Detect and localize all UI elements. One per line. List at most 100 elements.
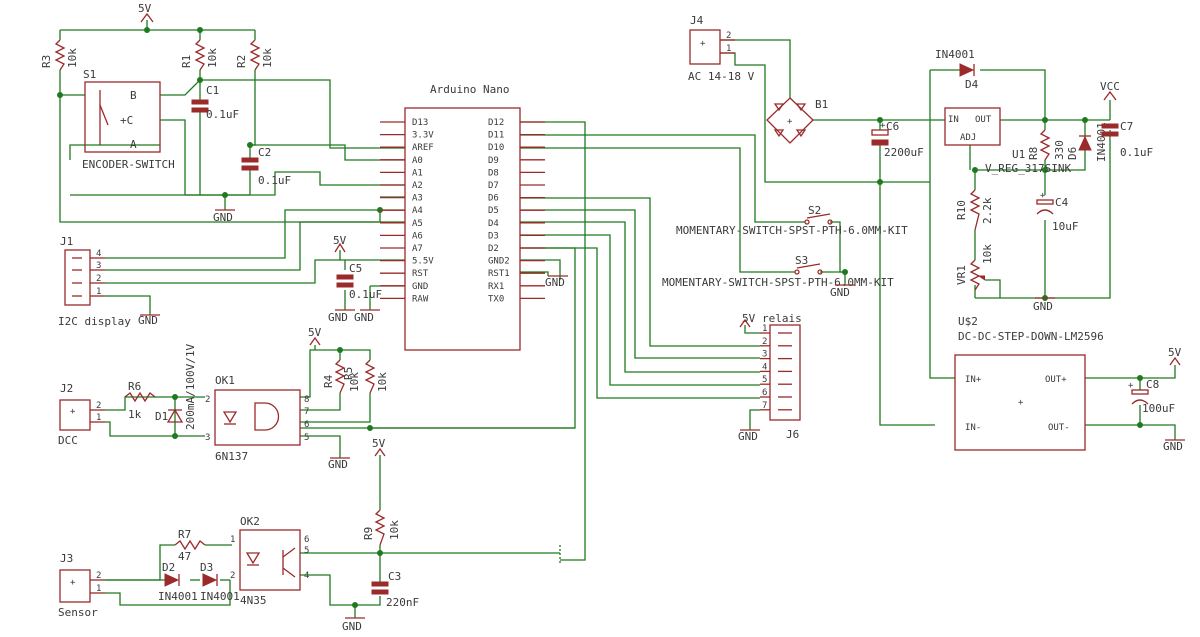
svg-text:GND: GND: [354, 311, 374, 324]
resistor-r6: R6 1k: [124, 380, 156, 421]
svg-text:OUT+: OUT+: [1045, 375, 1067, 385]
nano-pin-label: A4: [412, 206, 423, 216]
svg-text:Sensor: Sensor: [58, 606, 98, 619]
svg-text:5: 5: [304, 433, 309, 443]
nano-pin-label: A2: [412, 181, 423, 191]
svg-text:10k: 10k: [206, 48, 219, 68]
svg-text:2200uF: 2200uF: [884, 146, 924, 159]
svg-text:AC 14-18 V: AC 14-18 V: [688, 70, 755, 83]
connector-j3: + 2 1 J3 Sensor: [58, 552, 105, 619]
ground-ok2: GND: [342, 617, 365, 633]
diode-d2: D2 IN4001: [158, 561, 198, 603]
capacitor-c5: 5V C5 0.1uF GND GND: [328, 234, 382, 324]
svg-text:5V: 5V: [138, 2, 152, 15]
nano-pin-label: GND2: [488, 257, 510, 267]
capacitor-c8: + C8 100uF: [1128, 378, 1175, 415]
nano-pin-label: D10: [488, 143, 504, 153]
svg-text:5V: 5V: [333, 234, 347, 247]
svg-text:U1: U1: [1012, 148, 1025, 161]
svg-text:220nF: 220nF: [386, 596, 419, 609]
svg-text:1k: 1k: [128, 408, 142, 421]
resistor-r5: R5 10k: [342, 359, 389, 394]
svg-text:GND: GND: [830, 286, 850, 299]
svg-text:DC-DC-STEP-DOWN-LM2596: DC-DC-STEP-DOWN-LM2596: [958, 330, 1104, 343]
nano-pin-label: D4: [488, 219, 499, 229]
svg-text:1: 1: [96, 413, 101, 423]
svg-text:J6: J6: [786, 428, 799, 441]
svg-text:C8: C8: [1146, 378, 1159, 391]
ground-nano-right: GND: [545, 275, 568, 289]
nano-pin-label: D13: [412, 118, 428, 128]
svg-text:10k: 10k: [376, 372, 389, 392]
svg-text:MOMENTARY-SWITCH-SPST-PTH-6.0M: MOMENTARY-SWITCH-SPST-PTH-6.0MM-KIT: [662, 276, 894, 289]
nano-pin-label: A1: [412, 168, 423, 178]
supply-5v-ok1: 5V: [308, 326, 322, 346]
nano-pin-label: D6: [488, 194, 499, 204]
resistor-r3: R3 10k: [40, 39, 79, 71]
nano-pin-label: A3: [412, 194, 423, 204]
svg-text:V_REG_317SINK: V_REG_317SINK: [985, 162, 1071, 175]
svg-text:DCC: DCC: [58, 434, 78, 447]
resistor-r10: R10 2.2k: [955, 189, 994, 231]
svg-text:2: 2: [726, 31, 731, 41]
svg-text:J1: J1: [60, 235, 73, 248]
svg-text:Arduino Nano: Arduino Nano: [430, 83, 509, 96]
optocoupler-ok1: 2 3 8 7 6 5 OK1 6N137: [205, 374, 309, 463]
svg-text:IN-: IN-: [965, 423, 981, 433]
svg-text:10k: 10k: [66, 48, 79, 68]
resistor-r8: R8 330: [1027, 129, 1066, 161]
svg-text:MOMENTARY-SWITCH-SPST-PTH-6.0M: MOMENTARY-SWITCH-SPST-PTH-6.0MM-KIT: [676, 224, 908, 237]
svg-text:10k: 10k: [261, 48, 274, 68]
resistor-r1: R1 10k: [180, 39, 219, 71]
ground-switch: GND: [830, 284, 855, 299]
ground-regulator: GND: [1033, 297, 1055, 313]
connector-j4: + 2 1 J4 AC 14-18 V: [688, 14, 755, 83]
nano-pin-label: D5: [488, 206, 499, 216]
svg-text:200mA/100V/1V: 200mA/100V/1V: [184, 344, 197, 430]
svg-text:0.1uF: 0.1uF: [349, 288, 382, 301]
svg-text:1: 1: [96, 584, 101, 594]
resistor-r2: R2 10k: [235, 39, 274, 71]
svg-text:5V: 5V: [308, 326, 322, 339]
connector-j1: 4 3 2 1 J1 I2C display: [58, 235, 131, 328]
svg-text:J2: J2: [60, 382, 73, 395]
svg-text:GND: GND: [342, 620, 362, 633]
momentary-switch-s3: S3 MOMENTARY-SWITCH-SPST-PTH-6.0MM-KIT: [662, 254, 894, 289]
j6-pin-label: 2: [762, 337, 767, 347]
nano-pin-label: 5.5V: [412, 257, 434, 267]
ground-u2: GND: [1163, 439, 1185, 453]
nano-pin-label: RAW: [412, 294, 429, 304]
svg-text:OK2: OK2: [240, 515, 260, 528]
svg-text:GND: GND: [545, 276, 565, 289]
ground-j6: GND: [738, 429, 760, 443]
svg-text:OUT: OUT: [975, 115, 992, 125]
svg-text:R9: R9: [362, 527, 375, 540]
svg-text:+: +: [700, 39, 706, 49]
svg-text:C2: C2: [258, 146, 271, 159]
nano-pin-label: GND: [412, 282, 428, 292]
dc-dc-step-down-u2: IN+ IN- OUT+ OUT- + U$2 DC-DC-STEP-DOWN-…: [954, 315, 1104, 451]
nano-pin-label: RX1: [488, 282, 504, 292]
resistor-r9: R9 10k: [362, 509, 401, 546]
ground-ok1: GND: [328, 457, 350, 471]
nano-pin-label: TX0: [488, 294, 504, 304]
svg-text:C6: C6: [886, 120, 899, 133]
svg-text:6: 6: [304, 420, 309, 430]
nano-pin-label: D7: [488, 181, 499, 191]
ground-j1: GND: [138, 314, 160, 327]
ground-encoder: GND: [213, 209, 235, 224]
capacitor-c7: C7 0.1uF: [1101, 120, 1153, 159]
capacitor-c6: + C6 2200uF: [871, 120, 924, 159]
svg-text:2: 2: [96, 274, 101, 284]
supply-5v-u2: 5V: [1168, 346, 1182, 366]
svg-text:GND: GND: [138, 314, 158, 327]
svg-text:R7: R7: [178, 528, 191, 541]
svg-text:IN+: IN+: [965, 375, 982, 385]
svg-text:ADJ: ADJ: [960, 133, 976, 143]
svg-text:R1: R1: [180, 55, 193, 68]
capacitor-c2: C2 0.1uF: [241, 146, 291, 187]
svg-text:A: A: [130, 138, 137, 151]
capacitor-c4: + C4 10uF: [1036, 191, 1079, 233]
